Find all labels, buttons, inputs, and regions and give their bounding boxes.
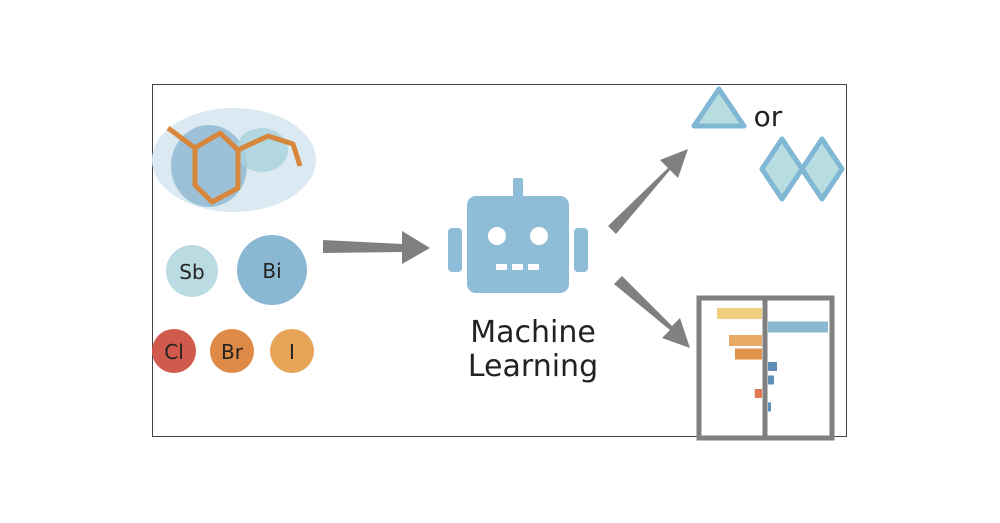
robot-mouth-segment <box>528 264 539 270</box>
feature-bar <box>768 321 828 333</box>
triangle-structure-icon <box>691 86 747 129</box>
element-i: I <box>270 329 314 373</box>
prediction-arrow-down <box>614 276 690 348</box>
robot-right-eye <box>530 227 548 245</box>
element-sb-label: Sb <box>179 260 204 284</box>
element-br: Br <box>210 329 254 373</box>
robot-antenna <box>513 178 523 200</box>
feature-bar <box>717 308 762 319</box>
element-bi-label: Bi <box>262 259 281 283</box>
robot-mouth-segment <box>512 264 523 270</box>
molecule-ring-top <box>193 130 240 152</box>
element-sb: Sb <box>166 245 218 297</box>
feature-bar <box>768 375 774 385</box>
element-cl: Cl <box>152 329 196 373</box>
diamond-structure-icon <box>759 136 845 202</box>
feature-bar <box>729 335 762 346</box>
feature-bar <box>735 348 762 360</box>
feature-importance-chart <box>696 295 835 441</box>
element-br-label: Br <box>221 340 244 364</box>
feature-bar <box>768 402 771 412</box>
robot-mouth-segment <box>496 264 507 270</box>
molecule-chain-line <box>166 125 303 205</box>
feature-bar <box>754 389 762 398</box>
ml-label-line1: Machine <box>470 315 596 350</box>
feature-bar <box>768 362 777 371</box>
organic-molecule <box>152 108 316 212</box>
robot-right-ear <box>574 228 588 272</box>
or-label: or <box>754 100 783 133</box>
element-i-label: I <box>289 340 295 364</box>
robot-icon <box>448 178 588 293</box>
ml-label-line2: Learning <box>468 349 598 384</box>
input-arrow <box>323 231 430 264</box>
robot-head <box>467 196 569 293</box>
element-bi: Bi <box>237 235 307 305</box>
robot-left-ear <box>448 228 462 272</box>
robot-left-eye <box>488 227 506 245</box>
prediction-arrow-up <box>608 149 688 234</box>
element-cl-label: Cl <box>164 340 184 364</box>
